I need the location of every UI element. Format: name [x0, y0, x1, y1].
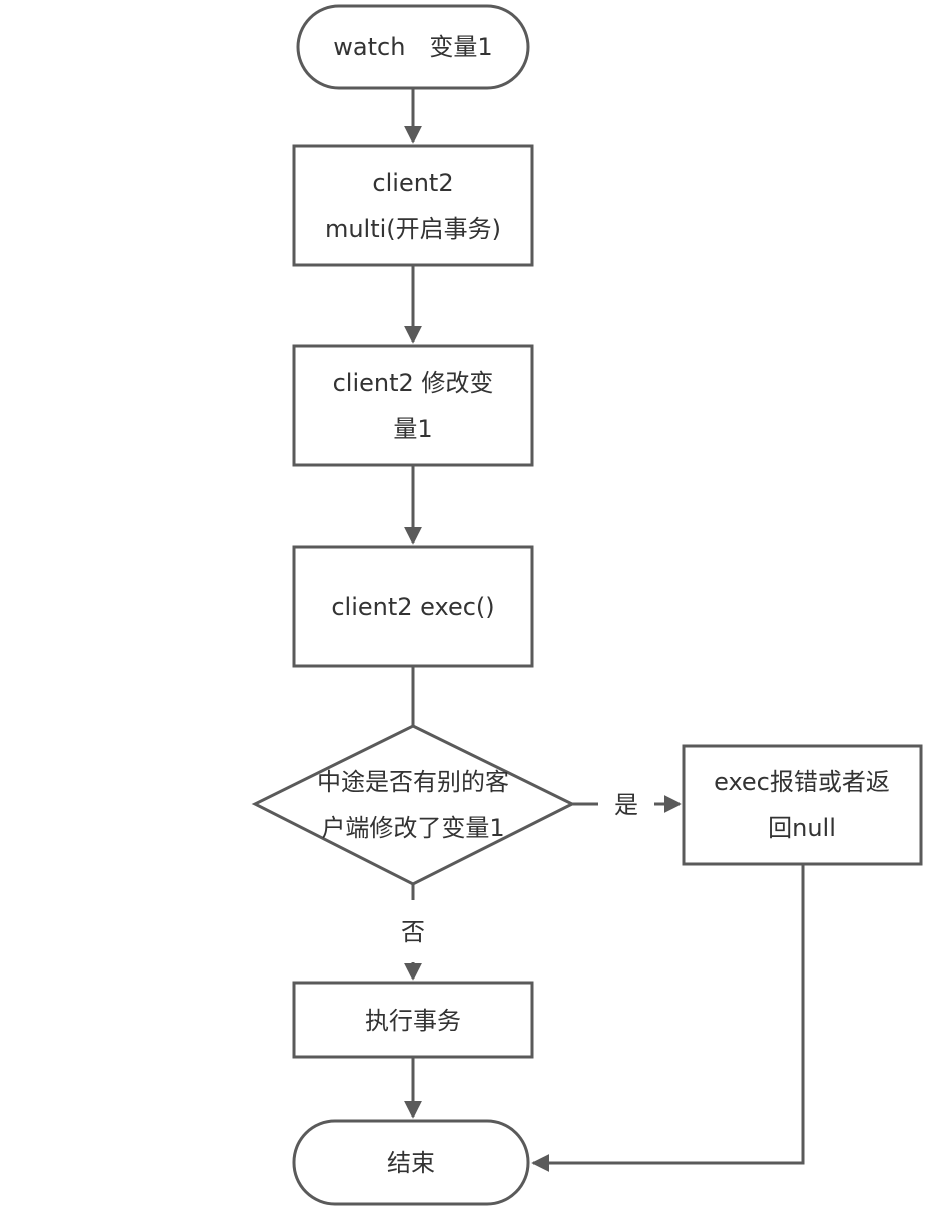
node-decision: 中途是否有别的客户端修改了变量1 [251, 724, 576, 886]
node-run-line-0: 执行事务 [365, 1007, 461, 1035]
node-decision-line-1: 户端修改了变量1 [321, 814, 504, 842]
node-modify-line-0: client2 修改变 [333, 369, 494, 397]
node-exec-line-0: client2 exec() [331, 593, 494, 621]
node-start-line-0: watch 变量1 [333, 33, 492, 61]
edge-error-to-end [531, 865, 805, 1172]
node-start-text: watch 变量1 [333, 33, 492, 61]
node-run-text: 执行事务 [365, 1007, 461, 1035]
node-start: watch 变量1 [296, 4, 530, 90]
node-modify: client2 修改变量1 [292, 344, 534, 467]
node-end-text: 结束 [387, 1149, 435, 1177]
node-decision-line-0: 中途是否有别的客 [317, 768, 509, 796]
node-multi: client2 multi(开启事务) [292, 144, 534, 267]
node-exec-text: client2 exec() [331, 593, 494, 621]
node-modify-text: client2 修改变量1 [333, 369, 494, 443]
node-error-line-1: 回null [768, 814, 836, 842]
node-error-text: exec报错或者返回null [714, 768, 890, 842]
node-error-line-0: exec报错或者返 [714, 768, 890, 796]
node-error: exec报错或者返回null [682, 744, 923, 866]
node-decision-text: 中途是否有别的客户端修改了变量1 [317, 768, 509, 842]
edge-label-no: 否 [401, 918, 425, 946]
node-run: 执行事务 [292, 981, 534, 1059]
node-multi-text: client2 multi(开启事务) [325, 169, 501, 243]
node-exec: client2 exec() [292, 545, 534, 668]
node-multi-line-0: client2 [372, 169, 453, 197]
node-modify-line-1: 量1 [393, 415, 432, 443]
node-end: 结束 [292, 1119, 530, 1206]
node-end-line-0: 结束 [387, 1149, 435, 1177]
node-multi-line-1: multi(开启事务) [325, 215, 501, 243]
edge-label-yes: 是 [614, 791, 638, 819]
